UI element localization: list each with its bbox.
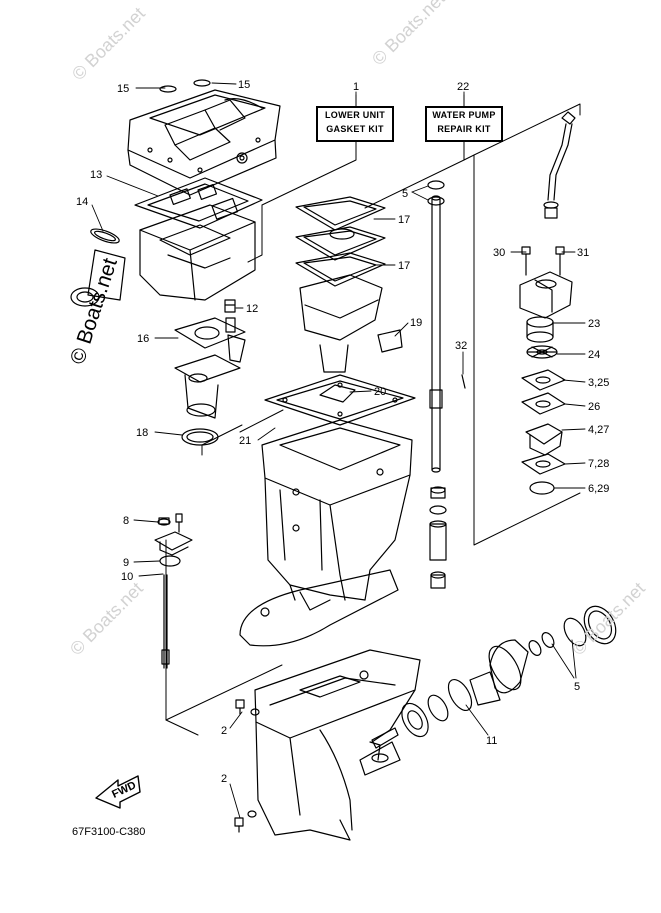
gasket-17-third [295, 252, 386, 287]
callout-17a: 17 [398, 214, 410, 226]
gasket-7-28 [521, 453, 566, 475]
kit-frame-lines [165, 94, 581, 736]
upper-casing-main [261, 419, 413, 601]
impeller-24 [526, 345, 558, 359]
plate-3-25 [521, 369, 566, 391]
gasket-17-lower [295, 226, 386, 261]
callout-22: 22 [457, 81, 469, 93]
callout-15b: 15 [238, 79, 250, 91]
bolts-30-31 [521, 246, 565, 276]
exhaust-tube [70, 249, 126, 307]
lower-unit-kit-line2: GASKET KIT [326, 124, 384, 134]
callout-2a: 2 [221, 725, 227, 737]
callout-23: 23 [588, 318, 600, 330]
water-tube-seal [227, 334, 246, 363]
shift-rod [161, 574, 170, 669]
plate-26 [521, 392, 566, 415]
water-pump-kit-line2: REPAIR KIT [437, 124, 491, 134]
seal-5-lower [528, 632, 555, 656]
callout-10: 10 [121, 571, 133, 583]
callout-31: 31 [577, 247, 589, 259]
leader-lines [91, 82, 586, 819]
bolt-8 [157, 513, 183, 533]
callout-4-27: 4,27 [588, 424, 609, 436]
callout-16: 16 [137, 333, 149, 345]
callout-8: 8 [123, 515, 129, 527]
upper-casing-cover [127, 79, 281, 196]
callout-17b: 17 [398, 260, 410, 272]
screw-2-lower [234, 810, 257, 833]
exhaust-guide [299, 274, 383, 373]
seal-5-upper [427, 180, 445, 206]
drive-shaft [429, 195, 443, 473]
cavitation-plate [239, 569, 399, 647]
cartridge-4-27 [525, 423, 563, 456]
part-14-clip [90, 228, 120, 244]
callout-1: 1 [353, 81, 359, 93]
callout-21: 21 [239, 435, 251, 447]
callout-18: 18 [136, 427, 148, 439]
grommet-top [543, 201, 559, 219]
snap-ring [563, 617, 587, 647]
gasket-17-upper [295, 196, 386, 231]
lower-unit-gasket-kit-box: LOWER UNIT GASKET KIT [316, 106, 394, 142]
part-12-plug [224, 299, 236, 333]
callout-12: 12 [246, 303, 258, 315]
part-19-seal [377, 329, 403, 353]
oring-9 [159, 555, 181, 567]
water-pump-kit-line1: WATER PUMP [432, 110, 496, 120]
callout-14: 14 [76, 196, 88, 208]
lower-unit-kit-line1: LOWER UNIT [325, 110, 385, 120]
propeller-shaft [371, 727, 399, 749]
upper-casing-block [139, 197, 256, 301]
callout-3-25: 3,25 [588, 377, 609, 389]
drive-shaft-bearings [429, 486, 447, 589]
water-pump-repair-kit-box: WATER PUMP REPAIR KIT [425, 106, 503, 142]
pump-housing [519, 271, 573, 319]
water-pipe-housing [174, 354, 241, 419]
gear-case [254, 649, 421, 841]
callout-20: 20 [374, 386, 386, 398]
shift-rod-bracket [154, 531, 193, 556]
seal-18 [181, 428, 219, 446]
callout-19: 19 [410, 317, 422, 329]
prop-shaft-housing [469, 639, 529, 706]
reverse-gear [401, 702, 429, 738]
diagram-code: 67F3100-C380 [72, 826, 146, 838]
callout-7-28: 7,28 [588, 458, 609, 470]
callout-5a: 5 [402, 188, 408, 200]
pin-32 [461, 374, 466, 389]
callout-2b: 2 [221, 773, 227, 785]
callout-5b: 5 [574, 681, 580, 693]
callout-11: 11 [486, 735, 497, 747]
thrust-washer [427, 694, 449, 722]
callout-26: 26 [588, 401, 600, 413]
callout-6-29: 6,29 [588, 483, 609, 495]
gasket-13 [134, 177, 263, 229]
callout-24: 24 [588, 349, 600, 361]
callout-30: 30 [493, 247, 505, 259]
gasket-16 [174, 317, 246, 349]
part-20-seal [319, 384, 356, 403]
insert-23 [526, 316, 554, 343]
water-tube-22 [547, 111, 576, 201]
callout-9: 9 [123, 557, 129, 569]
fwd-arrow [95, 775, 141, 809]
callouts: 15 15 1 22 13 14 5 17 17 30 31 12 19 16 … [76, 79, 609, 785]
callout-13: 13 [90, 169, 102, 181]
screw-2-upper [235, 699, 260, 716]
bearing-large [583, 605, 617, 645]
oring-11 [447, 679, 473, 711]
gasket-21 [264, 374, 416, 426]
oring-6-29 [529, 481, 555, 495]
callout-15a: 15 [117, 83, 129, 95]
callout-32: 32 [455, 340, 467, 352]
